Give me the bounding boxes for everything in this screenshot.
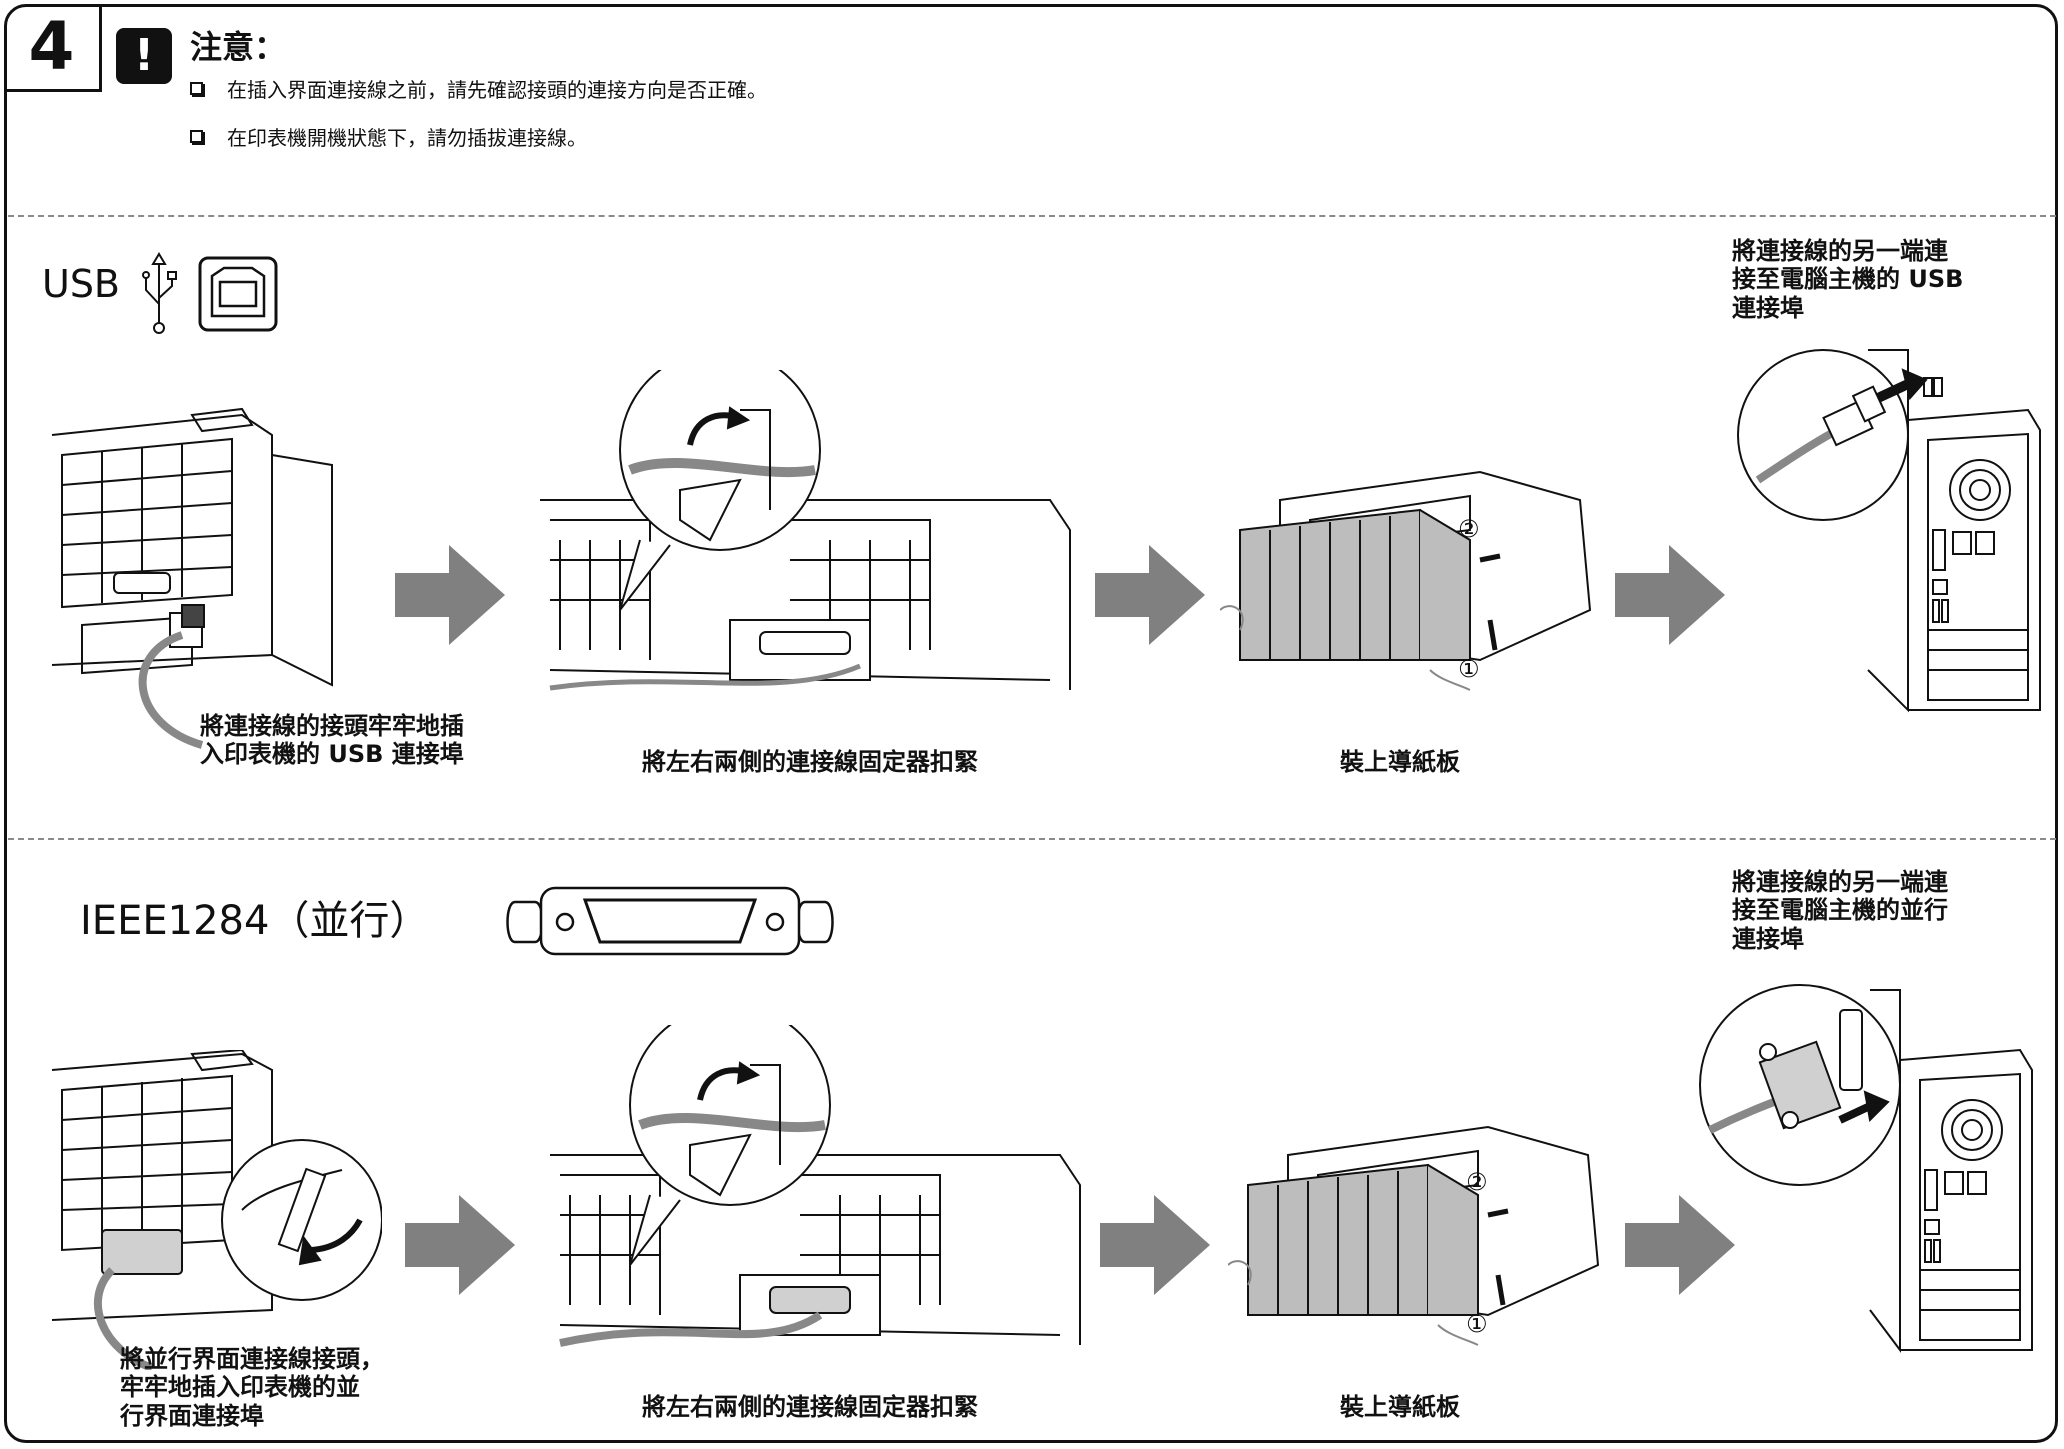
step-arrow-icon <box>405 1195 515 1295</box>
paper-guide-illustration <box>1228 1125 1600 1346</box>
step-number-box: 4 <box>4 4 102 92</box>
caption-line: 連接埠 <box>1732 924 1804 953</box>
caption-line: 將連接線的另一端連 <box>1732 237 1948 265</box>
usb-symbol-icon <box>142 252 177 334</box>
usb-b-port-icon <box>198 256 278 332</box>
pc-tower-parallel-illustration <box>1699 984 2033 1353</box>
exclamation-icon: ! <box>116 28 172 84</box>
step-arrow-icon <box>395 545 505 645</box>
printer-rear-parallel-illustration <box>51 1050 382 1370</box>
caption-line: 將連接線的接頭牢牢地插 <box>200 712 464 740</box>
bullet-box-icon <box>190 130 203 143</box>
step-number: 4 <box>28 7 75 85</box>
usb-label: USB <box>42 262 121 306</box>
paper-guide-illustration <box>1220 470 1592 691</box>
step-arrow-icon <box>1625 1195 1735 1295</box>
step-arrow-icon <box>1615 545 1725 645</box>
usb-step2-caption: 將左右兩側的連接線固定器扣緊 <box>642 748 978 776</box>
parallel-step2-caption: 將左右兩側的連接線固定器扣緊 <box>642 1393 978 1421</box>
parallel-step3-caption: 裝上導紙板 <box>1340 1393 1460 1421</box>
caution-item-text: 在印表機開機狀態下，請勿插拔連接線。 <box>227 126 587 150</box>
parallel-step1-caption: 將並行界面連接線接頭， 牢牢地插入印表機的並 行界面連接埠 <box>120 1345 384 1430</box>
page-frame <box>4 4 2058 1443</box>
caption-line: 將連接線的另一端連 <box>1732 868 1948 896</box>
printer-rear-usb-illustration <box>51 407 333 749</box>
section-divider <box>8 838 2056 840</box>
caption-line: 連接埠 <box>1732 293 1804 322</box>
cable-holder-illustration <box>540 370 1071 691</box>
step-arrow-icon <box>1095 545 1205 645</box>
caption-line: 入印表機的 USB 連接埠 <box>200 740 464 769</box>
caution-item: 在插入界面連接線之前，請先確認接頭的連接方向是否正確。 <box>190 74 767 103</box>
caution-title: 注意： <box>190 28 287 66</box>
parallel-step4-caption: 將連接線的另一端連 接至電腦主機的並行 連接埠 <box>1732 868 1948 953</box>
caution-item: 在印表機開機狀態下，請勿插拔連接線。 <box>190 122 587 151</box>
caption-line: 接至電腦主機的並行 <box>1732 896 1948 925</box>
step-arrow-icon <box>1100 1195 1210 1295</box>
caution-item-text: 在插入界面連接線之前，請先確認接頭的連接方向是否正確。 <box>227 78 767 102</box>
order-mark-1: ① <box>1466 1310 1488 1338</box>
usb-step4-caption: 將連接線的另一端連 接至電腦主機的 USB 連接埠 <box>1732 237 1963 322</box>
caption-line: 將並行界面連接線接頭， <box>120 1345 384 1373</box>
parallel-connector-icon <box>506 886 834 956</box>
order-mark-2: ② <box>1458 515 1480 543</box>
usb-step3-caption: 裝上導紙板 <box>1340 748 1460 776</box>
caption-line: 接至電腦主機的 USB <box>1732 265 1964 294</box>
pc-tower-usb-illustration <box>1737 349 2041 713</box>
section-divider <box>8 215 2056 217</box>
caption-line: 牢牢地插入印表機的並 <box>120 1373 360 1402</box>
caption-line: 行界面連接埠 <box>120 1401 264 1430</box>
cable-holder-illustration <box>550 1025 1081 1347</box>
order-mark-1: ① <box>1458 655 1480 683</box>
parallel-label: IEEE1284（並行） <box>80 898 430 944</box>
usb-step1-caption: 將連接線的接頭牢牢地插 入印表機的 USB 連接埠 <box>200 712 464 769</box>
order-mark-2: ② <box>1466 1168 1488 1196</box>
bullet-box-icon <box>190 82 203 95</box>
